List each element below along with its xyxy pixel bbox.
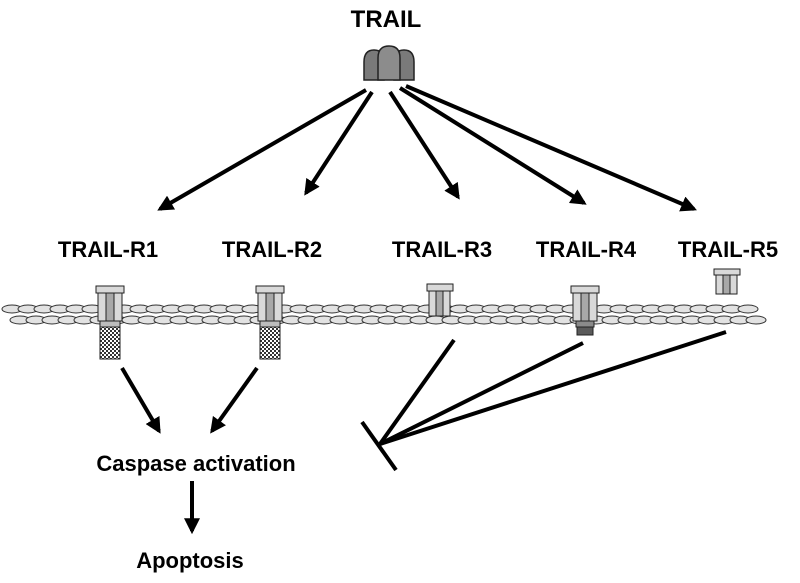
arrow-to-r4	[398, 86, 587, 205]
receptor-r3-label: TRAIL-R3	[392, 237, 492, 262]
arrow-to-r2	[304, 90, 374, 196]
decoy-inhibition	[360, 330, 727, 472]
receptor-r4-icon	[570, 285, 600, 336]
ligand-binding-arrows	[157, 84, 697, 212]
arrow-to-r1	[157, 88, 368, 211]
lipid	[745, 315, 767, 325]
cell-membrane	[1, 304, 767, 325]
lipid	[737, 304, 759, 314]
receptor-r4-label: TRAIL-R4	[536, 237, 637, 262]
trail-ligand-icon	[363, 45, 415, 81]
receptor-r5-label: TRAIL-R5	[678, 237, 778, 262]
arrow-r1-to-caspase	[120, 366, 161, 434]
arrow-to-r5	[405, 84, 697, 212]
arrow-r2-to-caspase	[210, 366, 259, 434]
caspase-activation-label: Caspase activation	[96, 451, 295, 476]
receptor-r2-label: TRAIL-R2	[222, 237, 322, 262]
receptor-r1-icon	[95, 285, 125, 360]
inhibition-bar	[360, 420, 398, 472]
apoptosis-label: Apoptosis	[136, 548, 244, 573]
receptor-r1-label: TRAIL-R1	[58, 237, 158, 262]
receptor-r5-icon	[713, 268, 741, 295]
receptor-r2-icon	[255, 285, 285, 360]
ligand-label: TRAIL	[351, 6, 422, 33]
arrow-to-r3	[388, 90, 460, 200]
receptor-r3-icon	[426, 283, 454, 317]
